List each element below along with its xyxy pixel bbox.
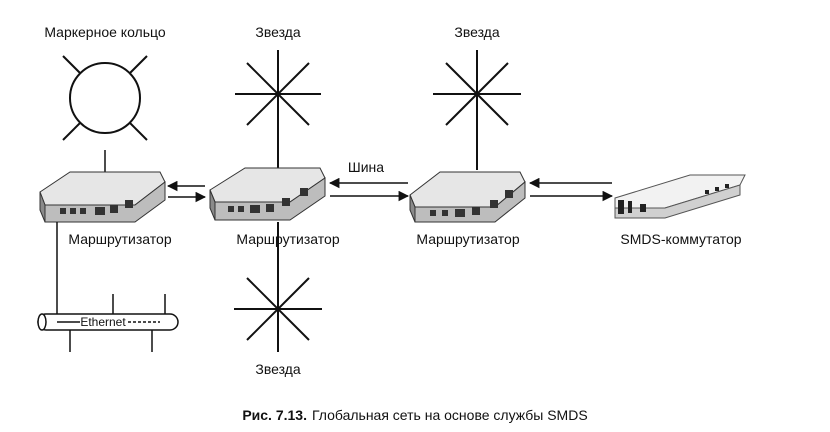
ethernet-label: Ethernet [80, 315, 126, 329]
smds-switch-label: SMDS-коммутатор [620, 231, 741, 247]
star-3-lines [234, 265, 322, 352]
token-ring-label: Маркерное кольцо [44, 24, 166, 40]
token-ring-stations [62, 55, 148, 141]
bus-label: Шина [348, 159, 384, 175]
smds-switch: SMDS-коммутатор [614, 174, 746, 247]
router-3: Маршрутизатор [409, 171, 526, 247]
star-1-lines [235, 50, 321, 138]
caption-text: Глобальная сеть на основе службы SMDS [312, 407, 588, 423]
ethernet-cable-end [37, 313, 47, 331]
router-2: Маршрутизатор [209, 167, 340, 247]
star-1-label: Звезда [255, 24, 300, 40]
star-topology-1: Звезда [235, 24, 321, 168]
star-topology-3: Звезда [234, 222, 322, 377]
ethernet-segment: Ethernet [37, 294, 179, 352]
link-router1-router2 [166, 180, 207, 203]
router-3-label: Маршрутизатор [416, 231, 519, 247]
token-ring-topology: Маркерное кольцо [44, 24, 166, 141]
ethernet-taps [69, 294, 166, 352]
router-1-label: Маршрутизатор [68, 231, 171, 247]
router-1: Маршрутизатор [39, 171, 172, 247]
caption-prefix: Рис. 7.13. [242, 407, 307, 423]
star-topology-2: Звезда [433, 24, 521, 170]
link-router2-router3 [328, 177, 410, 202]
star-2-label: Звезда [454, 24, 499, 40]
star-2-lines [433, 50, 521, 138]
token-ring-circle [69, 62, 141, 134]
figure-caption: Рис. 7.13. Глобальная сеть на основе служ… [242, 407, 587, 423]
star-3-label: Звезда [255, 361, 300, 377]
link-router3-smds [528, 177, 614, 202]
router-2-label: Маршрутизатор [236, 231, 339, 247]
